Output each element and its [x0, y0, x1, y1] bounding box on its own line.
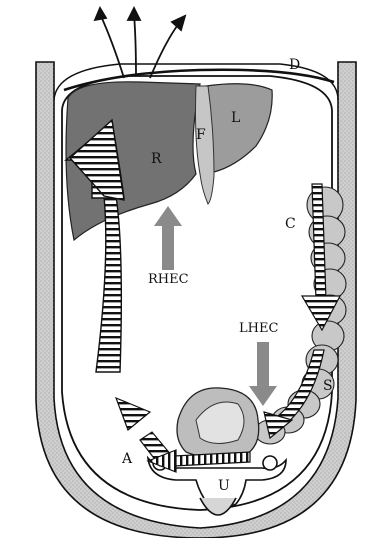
right-gutter-arrow [66, 120, 124, 372]
label-diaphragm: D [289, 58, 300, 72]
label-colon: C [285, 217, 296, 231]
outflow-arrows [95, 8, 185, 78]
label-lhec: LHEC [239, 322, 278, 335]
label-liver-left: L [231, 111, 240, 125]
pelvic-organ [177, 388, 259, 458]
label-falciform: F [196, 128, 206, 142]
label-appendix: A [122, 452, 132, 466]
lhec-arrow [249, 342, 277, 406]
liver-left-lobe [206, 84, 272, 172]
rhec-arrow [154, 206, 182, 270]
label-uterus: U [218, 479, 230, 493]
label-sigmoid: S [323, 379, 333, 393]
label-liver-right: R [151, 152, 162, 166]
label-rhec: RHEC [148, 273, 189, 286]
